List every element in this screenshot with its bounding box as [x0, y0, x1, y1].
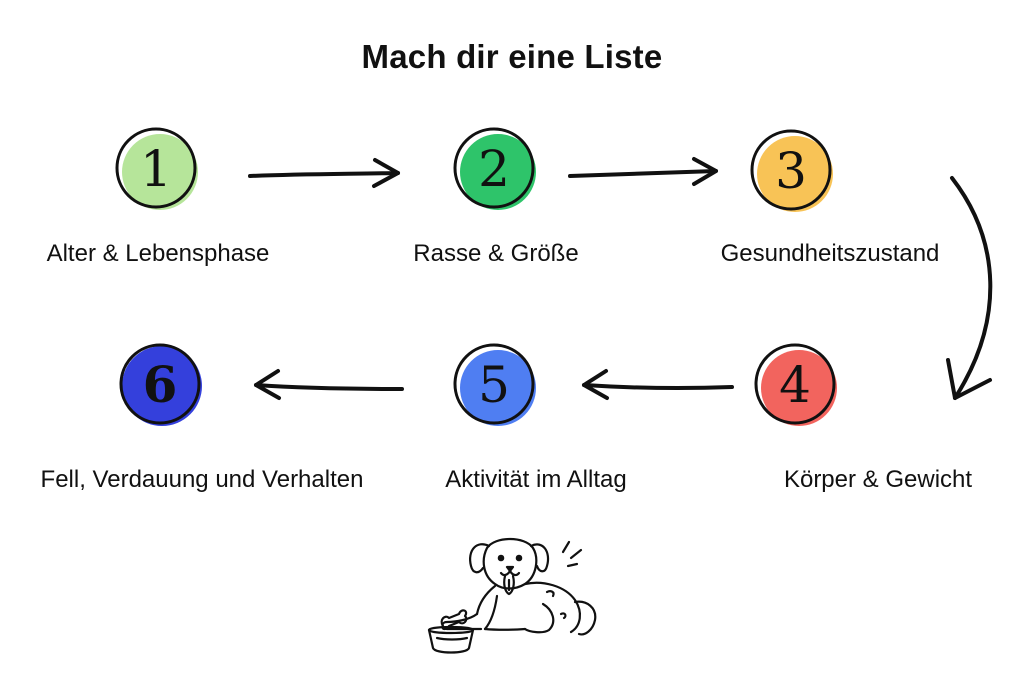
step-6-label: Fell, Verdauung und Verhalten — [40, 466, 364, 493]
arrow-2-to-3 — [568, 157, 718, 186]
step-1-label: Alter & Lebensphase — [46, 240, 270, 267]
step-2-badge: 2 — [451, 126, 541, 216]
step-1-circle-fill — [122, 134, 198, 210]
step-1-badge: 1 — [113, 126, 203, 216]
step-1-number: 1 — [140, 140, 172, 198]
dog-with-bowl-icon — [427, 537, 597, 654]
arrow-4-to-5 — [582, 369, 734, 400]
step-4-circle-outline — [754, 343, 836, 425]
step-6-badge: 6 — [117, 342, 207, 432]
step-2-label: Rasse & Größe — [413, 240, 579, 267]
page-title: Mach dir eine Liste — [361, 38, 663, 75]
step-2-circle-fill — [460, 134, 536, 210]
step-5-circle-outline — [453, 343, 535, 425]
step-4-number: 4 — [779, 356, 811, 414]
arrow-5-to-6 — [254, 369, 404, 400]
step-3-circle-outline — [750, 129, 832, 211]
step-5-number: 5 — [478, 356, 510, 414]
step-5-badge: 5 — [451, 342, 541, 432]
step-3-number: 3 — [775, 142, 807, 200]
step-5-circle-fill — [460, 350, 536, 426]
arrow-1-to-2 — [248, 158, 400, 188]
step-5-label: Aktivität im Alltag — [445, 466, 627, 493]
step-4-circle-fill — [761, 350, 837, 426]
step-6-circle-fill — [122, 346, 202, 426]
step-3-badge: 3 — [748, 128, 838, 218]
step-3-label: Gesundheitszustand — [720, 240, 940, 267]
step-4-badge: 4 — [752, 342, 842, 432]
step-2-number: 2 — [478, 140, 510, 198]
step-4-label: Körper & Gewicht — [783, 466, 973, 493]
step-6-circle-outline — [119, 343, 201, 425]
step-3-circle-fill — [757, 136, 833, 212]
step-6-number: 6 — [143, 355, 178, 414]
arrow-3-to-4 — [946, 176, 993, 400]
step-1-circle-outline — [115, 127, 197, 209]
step-2-circle-outline — [453, 127, 535, 209]
